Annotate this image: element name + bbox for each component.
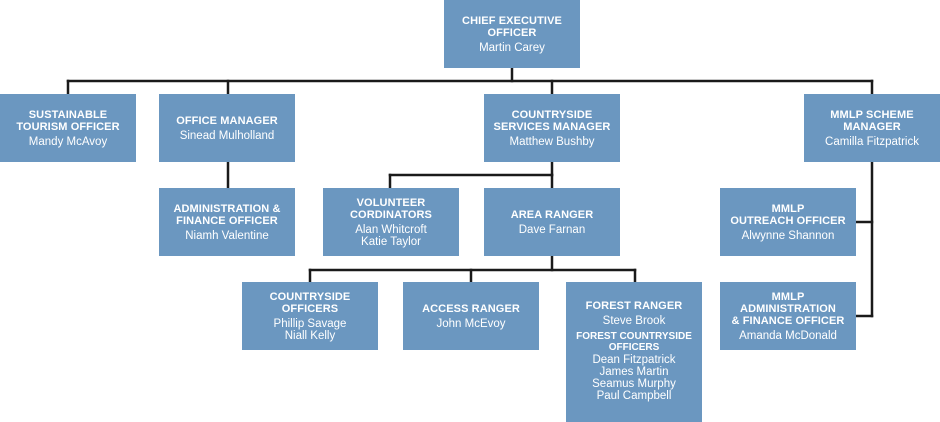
node-person: Amanda McDonald [739, 329, 837, 342]
node-administration-finance-officer: ADMINISTRATION & FINANCE OFFICER Niamh V… [159, 188, 295, 256]
node-person: Matthew Bushby [509, 135, 595, 148]
node-title: ADMINISTRATION & FINANCE OFFICER [173, 202, 281, 227]
node-mmlp-outreach-officer: MMLP OUTREACH OFFICER Alwynne Shannon [720, 188, 856, 256]
node-area-ranger: AREA RANGER Dave Farnan [484, 188, 620, 256]
node-title: MMLP OUTREACH OFFICER [730, 202, 846, 227]
node-office-manager: OFFICE MANAGER Sinead Mulholland [159, 94, 295, 162]
node-volunteer-coordinators: VOLUNTEER CORDINATORS Alan Whitcroft Kat… [323, 188, 459, 256]
node-sustainable-tourism-officer: SUSTAINABLE TOURISM OFFICER Mandy McAvoy [0, 94, 136, 162]
node-person: Martin Carey [479, 41, 545, 54]
node-access-ranger: ACCESS RANGER John McEvoy [403, 282, 539, 350]
node-person: Camilla Fitzpatrick [825, 135, 919, 148]
node-title: COUNTRYSIDE OFFICERS [269, 290, 351, 315]
node-mmlp-scheme-manager: MMLP SCHEME MANAGER Camilla Fitzpatrick [804, 94, 940, 162]
node-members: Dean Fitzpatrick James Martin Seamus Mur… [592, 354, 676, 402]
node-person: Alwynne Shannon [741, 229, 835, 242]
node-title: MMLP SCHEME MANAGER [830, 108, 914, 133]
node-forest-ranger: FOREST RANGER Steve Brook FOREST COUNTRY… [566, 282, 702, 422]
node-title: MMLP ADMINISTRATION & FINANCE OFFICER [731, 290, 845, 327]
node-countryside-services-manager: COUNTRYSIDE SERVICES MANAGER Matthew Bus… [484, 94, 620, 162]
node-subtitle: FOREST COUNTRYSIDE OFFICERS [576, 331, 692, 353]
node-countryside-officers: COUNTRYSIDE OFFICERS Phillip Savage Nial… [242, 282, 378, 350]
node-person: Alan Whitcroft Katie Taylor [355, 223, 427, 248]
node-person: John McEvoy [436, 317, 506, 330]
node-person: Niamh Valentine [185, 229, 269, 242]
node-person: Sinead Mulholland [179, 129, 275, 142]
node-person: Dave Farnan [518, 223, 586, 236]
node-person: Mandy McAvoy [28, 135, 108, 148]
node-title: FOREST RANGER [585, 300, 683, 312]
node-title: OFFICE MANAGER [176, 114, 278, 127]
node-title: COUNTRYSIDE SERVICES MANAGER [493, 108, 611, 133]
node-person: Phillip Savage Niall Kelly [273, 317, 347, 342]
node-title: ACCESS RANGER [422, 302, 520, 315]
node-mmlp-administration-finance-officer: MMLP ADMINISTRATION & FINANCE OFFICER Am… [720, 282, 856, 350]
node-title: SUSTAINABLE TOURISM OFFICER [16, 108, 120, 133]
node-chief-executive-officer: CHIEF EXECUTIVE OFFICER Martin Carey [444, 0, 580, 68]
node-title: AREA RANGER [510, 208, 594, 221]
node-title: VOLUNTEER CORDINATORS [350, 196, 432, 221]
node-title: CHIEF EXECUTIVE OFFICER [462, 14, 562, 39]
node-person: Steve Brook [602, 315, 666, 327]
